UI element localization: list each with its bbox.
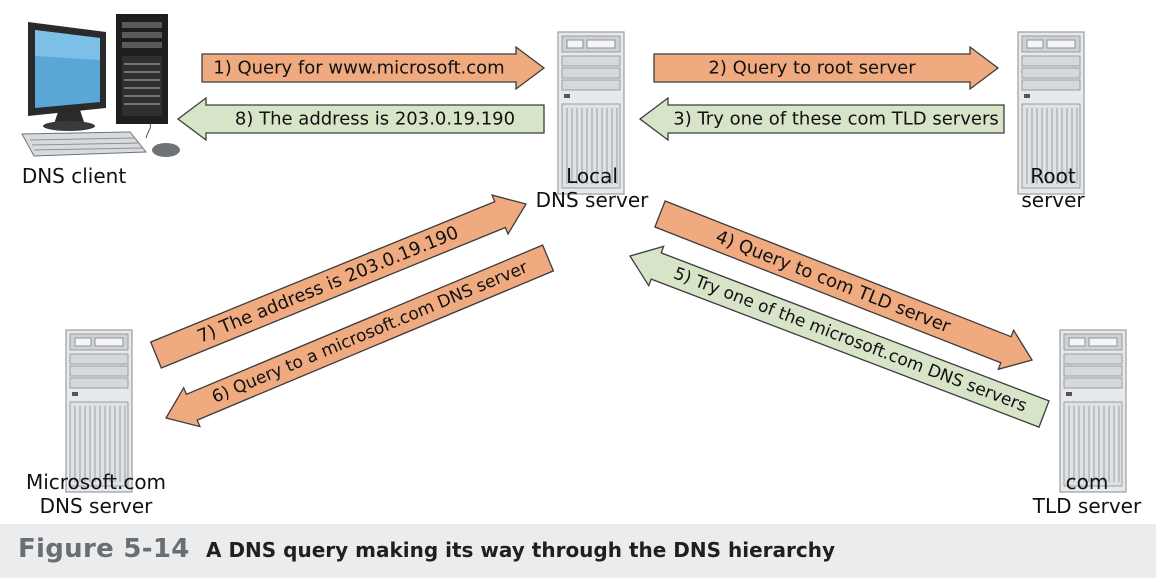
microsoft-dns-label-line-2: DNS server: [39, 494, 153, 518]
figure-number: Figure 5-14: [18, 534, 190, 564]
root-server-label: Root server: [990, 164, 1116, 212]
arrow-5: [628, 245, 1050, 428]
dns-client-label: DNS client: [4, 164, 144, 188]
arrow-1: [201, 45, 546, 91]
dns-client-computer-icon: [21, 14, 180, 157]
local-dns-label: Local DNS server: [512, 164, 672, 212]
microsoft-dns-label: Microsoft.com DNS server: [6, 470, 186, 518]
arrow-4: [654, 200, 1034, 371]
arrow-7-label: 7) The address is 203.0.19.190: [194, 222, 461, 347]
local-dns-label-line-2: DNS server: [535, 188, 649, 212]
figure-title: A DNS query making its way through the D…: [206, 538, 835, 562]
arrow-7: [149, 194, 528, 369]
com-tld-label-line-2: TLD server: [1032, 494, 1142, 518]
diagram-canvas: 1) Query for www.microsoft.com 2) Query t…: [21, 14, 1127, 493]
root-server-label-line-1: Root: [1030, 164, 1076, 188]
microsoft-dns-server-icon: [65, 329, 133, 493]
arrow-2-label: 2) Query to root server: [708, 58, 916, 79]
arrow-2: [653, 45, 1000, 91]
com-tld-label-line-1: com: [1065, 470, 1109, 494]
dns-client-label-line: DNS client: [21, 164, 127, 188]
arrow-3-label: 3) Try one of these com TLD servers: [673, 109, 998, 130]
com-tld-server-icon: [1059, 329, 1127, 493]
figure-caption: Figure 5-14 A DNS query making its way t…: [0, 524, 1156, 578]
arrow-8-label: 8) The address is 203.0.19.190: [235, 109, 515, 130]
local-dns-label-line-1: Local: [566, 164, 618, 188]
dns-hierarchy-diagram: 1) Query for www.microsoft.com 2) Query t…: [4, 14, 1154, 518]
arrow-1-label: 1) Query for www.microsoft.com: [213, 58, 504, 79]
arrow-6: [165, 244, 555, 428]
root-server-label-line-2: server: [1021, 188, 1085, 212]
com-tld-label: com TLD server: [1020, 470, 1154, 518]
microsoft-dns-label-line-1: Microsoft.com: [25, 470, 167, 494]
arrow-8: [176, 96, 545, 142]
arrow-3: [638, 96, 1005, 142]
